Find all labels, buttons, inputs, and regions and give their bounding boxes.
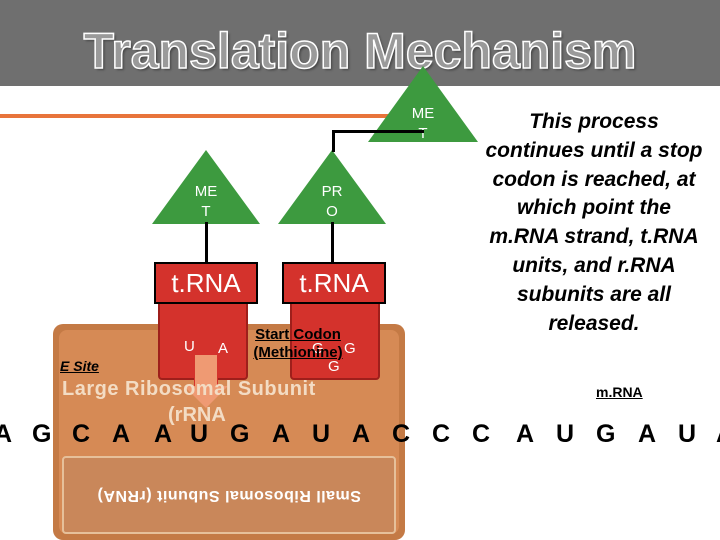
large-subunit-label: Large Ribosomal Subunit [62,378,316,400]
title-band [0,0,720,86]
mrna-base: G [32,420,52,448]
accent-line [0,114,440,118]
small-subunit: Small Ribosomal Subunit (rRNA) [62,456,396,534]
e-site-label: E Site [60,358,99,374]
mrna-base: A [112,420,131,448]
small-subunit-label: Small Ribosomal Subunit (rRNA) [97,487,361,504]
start-codon-sub: (Methionine) [253,344,343,361]
trna-left-stem [205,222,208,264]
anticodon-right-base-3: G [328,358,340,375]
mrna-base: C [432,420,451,448]
mrna-base: A [154,420,173,448]
mrna-base: A [0,420,13,448]
large-subunit-rrna: (rRNA [168,404,226,426]
start-codon-annotation: Start Codon (Methionine) [245,326,351,362]
down-arrow-shaft [194,354,218,388]
mrna-base: G [596,420,616,448]
start-codon-title: Start Codon [255,326,341,343]
mrna-base: U [556,420,575,448]
mrna-base: U [678,420,697,448]
down-arrow-icon [184,386,228,408]
mrna-base: C [392,420,411,448]
mrna-strand: A G C A A U G A U A C C C A U G A U A [0,420,720,454]
bond-vertical [332,130,335,152]
mrna-base: U [190,420,209,448]
mrna-base: C [472,420,491,448]
mrna-base: A [352,420,371,448]
anticodon-right-base-2: G [344,340,356,357]
trna-right-stem [331,222,334,264]
amino-acid-left-icon [152,150,260,224]
bond-horizontal [332,130,424,133]
mrna-base: U [312,420,331,448]
mrna-base: A [638,420,657,448]
slide-title: Translation Mechanism [83,22,637,80]
trna-right-label: t.RNA [282,262,386,304]
amino-acid-right-icon [278,150,386,224]
trna-left-label: t.RNA [154,262,258,304]
released-amino-acid-icon [368,66,478,142]
mrna-base: A [516,420,535,448]
mrna-base: G [230,420,250,448]
anticodon-right-base-1: G [312,340,324,357]
anticodon-left-base-2: A [218,340,229,357]
mrna-base: A [272,420,291,448]
anticodon-left-base-1: U [184,338,195,355]
mrna-label: m.RNA [596,384,643,400]
mrna-base: A [716,420,720,449]
description-text: This process continues until a stop codo… [485,110,703,335]
mrna-base: C [72,420,91,448]
